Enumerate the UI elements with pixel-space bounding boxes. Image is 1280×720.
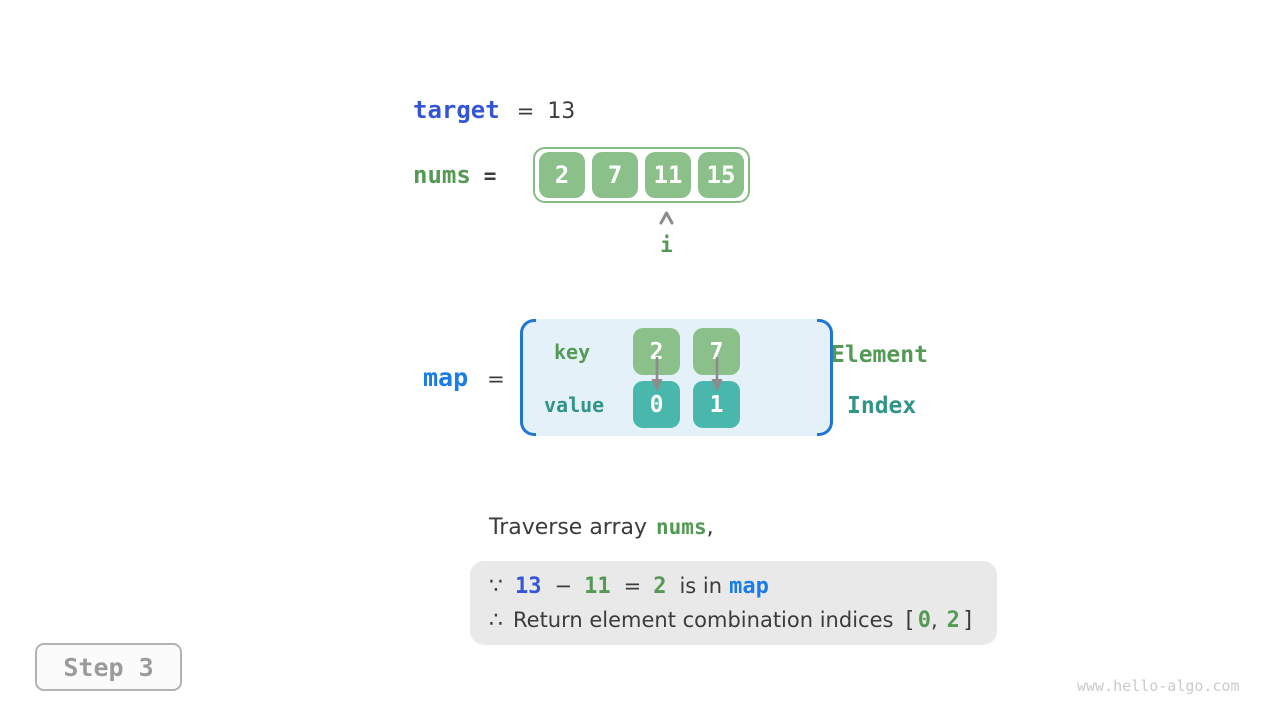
conclusion-result-line: ∴ Return element combination indices [ 0… [489,608,997,633]
array-cell-0: 2 [539,152,585,198]
map-right-bracket [817,319,833,436]
because-symbol: ∵ [489,573,503,599]
result-close-bracket: ] [961,607,976,633]
array-cell-2: 11 [645,152,691,198]
map-value-row-label: value [544,393,605,417]
target-equals-sign: = [516,99,535,123]
step-badge: Step 3 [35,643,182,691]
result-index-b: 2 [946,607,960,633]
result-text: Return element combination indices [513,607,894,632]
caption-text: Traverse array [489,515,648,540]
index-pointer-label: i [660,233,673,257]
map-equals-sign: = [487,367,505,391]
index-pointer-caret-icon [659,211,674,225]
nums-equals-sign: = [483,164,497,188]
map-key-cell-0: 2 [633,328,680,375]
result-open-bracket: [ [902,607,916,633]
conclusion-equation-line: ∵ 13 − 11 = 2 is in map [489,574,997,599]
equation-map-code: map [729,573,769,599]
equation-minus-sign: − [554,573,573,598]
conclusion-box: ∵ 13 − 11 = 2 is in map ∴ Return element… [470,561,997,645]
caption-nums-code: nums [656,515,707,539]
map-variable-label: map [423,363,469,392]
equation-subtrahend: 11 [584,573,611,599]
array-cell-1: 7 [592,152,638,198]
map-assignment: map = [423,363,505,392]
equation-difference: 2 [653,573,667,599]
key-to-value-arrow-icon [711,357,723,392]
map-element-annotation: Element [831,342,928,368]
nums-assignment: nums = [413,161,496,189]
target-assignment: target = 13 [413,96,575,124]
nums-variable-label: nums [413,161,471,189]
key-to-value-arrow-icon [651,357,663,392]
caption-comma: , [706,515,714,540]
result-comma: , [930,607,938,632]
equation-equals-sign: = [623,573,642,598]
nums-array: 2 7 11 15 [533,147,750,203]
caption-line: Traverse array nums , [489,515,714,540]
equation-in-text: is in [679,573,723,598]
therefore-symbol: ∴ [489,607,503,633]
watermark: www.hello-algo.com [1077,677,1240,695]
result-index-a: 0 [917,607,931,633]
array-cell-3: 15 [698,152,744,198]
map-key-row-label: key [554,340,591,364]
map-index-annotation: Index [847,393,917,419]
map-left-bracket [520,319,536,436]
target-variable-label: target [413,96,500,124]
equation-minuend: 13 [515,573,542,599]
target-value: 13 [547,99,576,124]
